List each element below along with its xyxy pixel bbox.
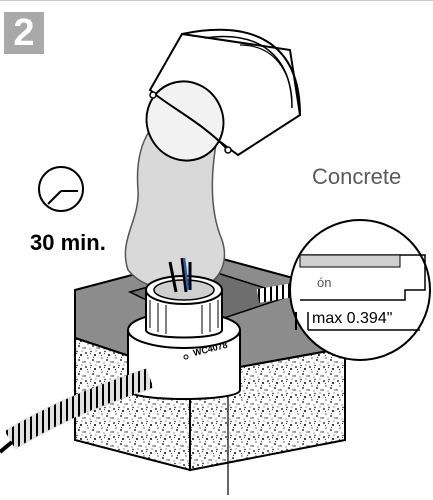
pouring-bucket	[145, 28, 302, 162]
detail-callout	[289, 219, 431, 361]
corrugated-conduit	[4, 368, 154, 449]
clock-icon	[38, 166, 84, 212]
max-depth-label: max 0.394"	[312, 310, 393, 327]
round-electrical-box: WC4078	[127, 257, 241, 400]
timer-label: 30 min.	[30, 230, 106, 255]
top-rule	[0, 0, 433, 1]
material-label: Concrete	[312, 164, 402, 189]
detail-fragment-text: ón	[317, 275, 332, 290]
step-number-badge: 2	[4, 12, 44, 54]
